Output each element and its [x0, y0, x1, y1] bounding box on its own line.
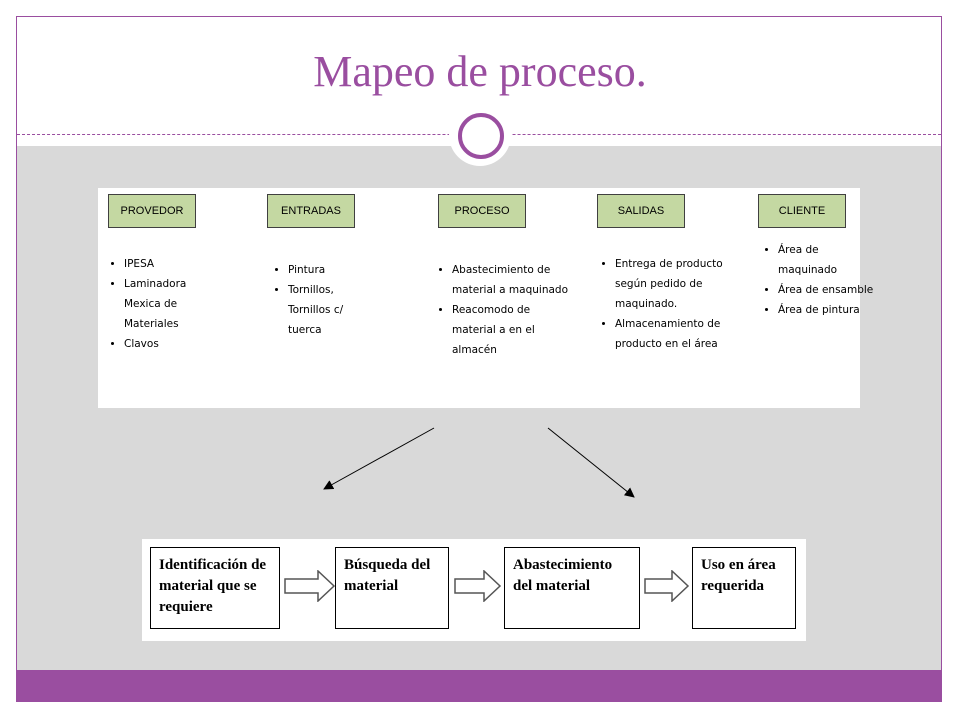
process-flow: Identificación de material que se requie…: [142, 539, 806, 641]
list-item: Pintura: [288, 260, 372, 280]
flow-step-3: Abastecimiento del material: [504, 547, 640, 629]
proceso-list: Abastecimiento de material a maquinado R…: [434, 260, 576, 360]
block-arrow-icon: [454, 570, 502, 602]
list-item: Área de ensamble: [778, 280, 878, 300]
list-item: Abastecimiento de material a maquinado: [452, 260, 576, 300]
block-arrow-icon: [644, 570, 690, 602]
list-item: Laminadora Mexica de Materiales: [124, 274, 224, 334]
flow-step-4: Uso en área requerida: [692, 547, 796, 629]
list-item: Clavos: [124, 334, 224, 354]
arrow-right: [547, 427, 635, 498]
entradas-list: Pintura Tornillos, Tornillos c/ tuerca: [270, 260, 372, 340]
header-entradas: ENTRADAS: [267, 194, 355, 228]
list-item: Entrega de producto según pedido de maqu…: [615, 254, 727, 314]
list-item: IPESA: [124, 254, 224, 274]
list-item: Tornillos, Tornillos c/ tuerca: [288, 280, 372, 340]
provedor-list: IPESA Laminadora Mexica de Materiales Cl…: [106, 254, 224, 354]
circle-ring-icon: [458, 113, 504, 159]
block-arrow-icon: [284, 570, 336, 602]
list-item: Área de pintura: [778, 300, 878, 320]
cliente-list: Área de maquinado Área de ensamble Área …: [760, 240, 878, 320]
list-item: Área de maquinado: [778, 240, 878, 280]
sipoc-diagram: PROVEDOR ENTRADAS PROCESO SALIDAS CLIENT…: [98, 188, 873, 408]
slide-title: Mapeo de proceso.: [313, 47, 647, 96]
footer-bar: [17, 670, 941, 702]
salidas-list: Entrega de producto según pedido de maqu…: [597, 254, 727, 354]
header-salidas: SALIDAS: [597, 194, 685, 228]
header-provedor: PROVEDOR: [108, 194, 196, 228]
flow-step-1: Identificación de material que se requie…: [150, 547, 280, 629]
arrow-left: [323, 427, 435, 490]
list-item: Reacomodo de material a en el almacén: [452, 300, 576, 360]
header-cliente: CLIENTE: [758, 194, 846, 228]
header-proceso: PROCESO: [438, 194, 526, 228]
list-item: Almacenamiento de producto en el área: [615, 314, 727, 354]
flow-step-2: Búsqueda del material: [335, 547, 449, 629]
